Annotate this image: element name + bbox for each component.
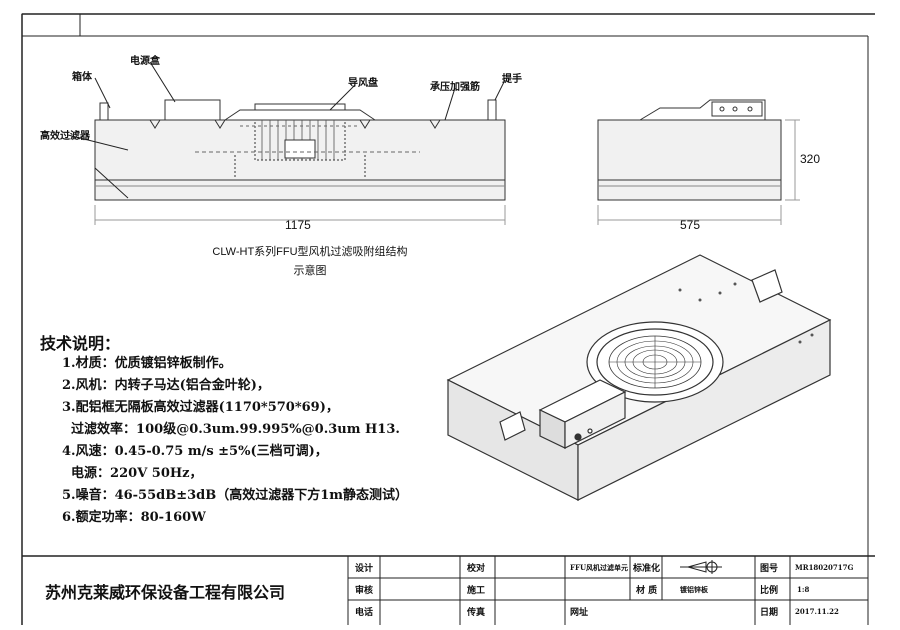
title-block-grid: [347, 556, 868, 625]
tb-date-label: 日期: [760, 608, 779, 618]
label-wind-guide: 导风盘: [348, 78, 378, 89]
company-name: 苏州克莱威环保设备工程有限公司: [45, 583, 286, 602]
tb-standardization-label: 标准化: [633, 564, 661, 574]
tb-construction-label: 施工: [467, 586, 486, 596]
tb-design-label: 设计: [355, 564, 374, 574]
spec-line: 1.材质：优质镀铝锌板制作。: [62, 356, 232, 371]
tb-proofread-label: 校对: [467, 564, 486, 574]
spec-line: 2.风机：内转子马达(铝合金叶轮)，: [62, 378, 270, 393]
tb-date: 2017.11.22: [795, 607, 839, 616]
dimension-width-front: 1175: [285, 218, 311, 232]
label-pressure-plate: 承压加强筋: [430, 82, 480, 93]
spec-line: 3.配铝框无隔板高效过滤器(1170*570*69)，: [62, 400, 339, 415]
spec-line: 4.风速：0.45-0.75 m/s ±5%(三档可调)，: [62, 444, 328, 459]
tb-product-name: FFU风机过滤单元: [570, 563, 629, 572]
tb-drawing-no: MR18020717G: [795, 563, 854, 572]
label-hepa: 高效过滤器: [40, 131, 90, 142]
tb-phone-label: 电话: [355, 608, 374, 618]
isometric-view: [446, 254, 832, 501]
tb-material-label: 材 质: [636, 586, 658, 596]
tb-scale: 1:8: [797, 585, 810, 594]
side-view: [597, 99, 800, 225]
specs-title: 技术说明：: [40, 334, 121, 353]
tb-drawing-no-label: 图号: [760, 564, 779, 574]
label-handle: 提手: [502, 74, 522, 85]
tb-fax-label: 传真: [467, 608, 486, 618]
tb-scale-label: 比例: [760, 586, 779, 596]
dimension-height-side: 320: [800, 152, 821, 166]
caption-line2: 示意图: [293, 265, 327, 277]
label-cabinet: 箱体: [72, 72, 92, 83]
label-power-box: 电源盒: [130, 56, 160, 67]
tb-website-label: 网址: [570, 608, 589, 618]
tb-review-label: 审核: [355, 586, 374, 596]
spec-line: 过滤效率：100级@0.3um.99.995%@0.3um H13.: [62, 422, 400, 437]
front-view: [67, 61, 506, 225]
dimension-width-side: 575: [680, 218, 701, 232]
spec-line: 5.噪音：46-55dB±3dB（高效过滤器下方1m静态测试）: [62, 488, 409, 503]
caption-line1: CLW-HT系列FFU型风机过滤吸附组结构: [212, 246, 408, 258]
tb-material-value: 镀铝锌板: [680, 585, 708, 594]
spec-line: 电源：220V 50Hz，: [62, 466, 203, 481]
spec-line: 6.额定功率：80-160W: [62, 510, 206, 525]
sheet-frame: [21, 13, 875, 625]
